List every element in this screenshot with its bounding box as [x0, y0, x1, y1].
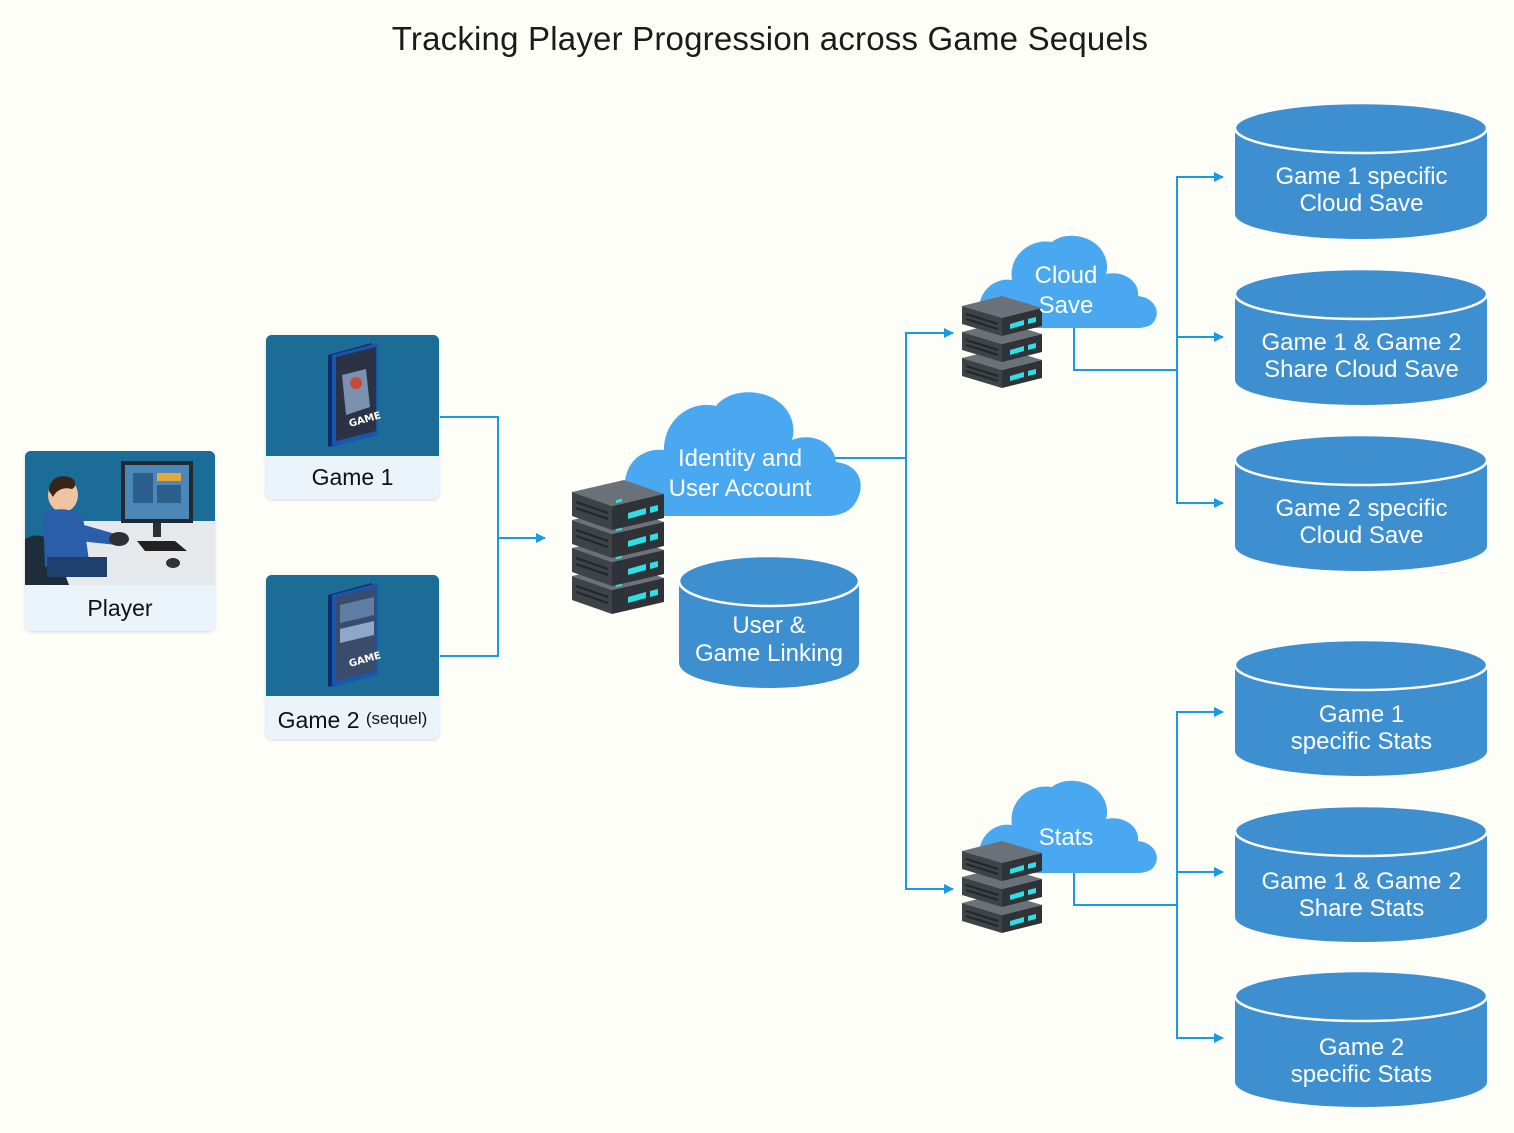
stats-cloud-label: Stats [1038, 824, 1094, 851]
connector-game1-to-identity [440, 416, 499, 538]
user-game-linking-line1: User & [732, 612, 806, 639]
game2-label-text: Game 2 [277, 707, 360, 733]
game2-label-suffix: (sequel) [365, 709, 428, 728]
db-stats-game1-line2: specific Stats [1290, 728, 1433, 755]
db-cloudsave-shared-label: Game 1 & Game 2 Share Cloud Save [1235, 329, 1488, 383]
connector-cloudsave-trunk [1073, 326, 1177, 371]
stats-server-icon [961, 840, 1043, 934]
game2-card: GAME Game 2 (sequel) [266, 575, 439, 739]
db-cloudsave-game2-icon [1233, 433, 1489, 571]
db-stats-game2-line2: specific Stats [1290, 1061, 1433, 1088]
user-game-linking-database-icon [677, 554, 861, 688]
player-at-computer-icon [25, 451, 215, 585]
connector-stats-db1 [1176, 707, 1224, 905]
connector-stats-trunk [1073, 870, 1177, 906]
game2-box-icon: GAME [266, 575, 439, 696]
db-cloudsave-game2-label: Game 2 specific Cloud Save [1235, 495, 1488, 549]
cloudsave-cloud-line1: Cloud [1034, 262, 1098, 289]
db-cloudsave-shared-line2: Share Cloud Save [1264, 356, 1459, 383]
identity-cloud-line2: User Account [668, 475, 812, 502]
db-stats-shared-label: Game 1 & Game 2 Share Stats [1235, 868, 1488, 922]
db-cloudsave-game1-line1: Game 1 specific [1275, 163, 1448, 190]
cloudsave-cloud-line2: Save [1038, 292, 1094, 319]
game1-label-text: Game 1 [311, 464, 394, 490]
db-stats-shared-line1: Game 1 & Game 2 [1261, 868, 1462, 895]
db-cloudsave-game1-label: Game 1 specific Cloud Save [1235, 163, 1488, 217]
db-stats-game2-label: Game 2 specific Stats [1235, 1034, 1488, 1088]
game2-label: Game 2 (sequel) [266, 696, 439, 739]
connector-cloudsave-db1 [1176, 172, 1224, 370]
game1-label: Game 1 [266, 456, 439, 499]
game1-card: GAME Game 1 [266, 335, 439, 499]
connector-stats-db3 [1176, 905, 1224, 1043]
connector-cloudsave-db3 [1176, 370, 1224, 508]
identity-cloud-label: Identity and User Account [640, 444, 840, 504]
game1-box-icon: GAME [266, 335, 439, 456]
connector-to-cloudsave [905, 328, 954, 458]
db-cloudsave-game1-icon [1233, 101, 1489, 239]
diagram-title: Tracking Player Progression across Game … [391, 20, 1149, 57]
db-stats-game2-line1: Game 2 [1318, 1034, 1405, 1061]
db-stats-shared-icon [1233, 804, 1489, 942]
db-cloudsave-shared-line1: Game 1 & Game 2 [1261, 329, 1462, 356]
db-stats-game1-label: Game 1 specific Stats [1235, 701, 1488, 755]
db-stats-game1-line1: Game 1 [1318, 701, 1405, 728]
db-cloudsave-game2-line1: Game 2 specific [1275, 495, 1448, 522]
player-card: Player [25, 451, 215, 631]
identity-cloud-line1: Identity and [677, 445, 803, 472]
user-game-linking-line2: Game Linking [694, 640, 844, 667]
user-game-linking-label: User & Game Linking [679, 612, 859, 668]
db-stats-shared-line2: Share Stats [1298, 895, 1425, 922]
connector-to-stats [905, 458, 954, 894]
connectors [440, 172, 1224, 1043]
db-cloudsave-game2-line2: Cloud Save [1299, 522, 1424, 549]
player-label: Player [87, 595, 153, 621]
db-stats-game1-icon [1233, 638, 1489, 776]
db-cloudsave-game1-line2: Cloud Save [1299, 190, 1424, 217]
identity-cloud-shape [624, 392, 861, 516]
db-cloudsave-shared-icon [1233, 267, 1489, 405]
connector-game2-to-identity [440, 538, 499, 657]
cloudsave-cloud-label: Cloud Save [1016, 261, 1116, 321]
database-group [1233, 101, 1489, 1107]
db-stats-game2-icon [1233, 969, 1489, 1107]
